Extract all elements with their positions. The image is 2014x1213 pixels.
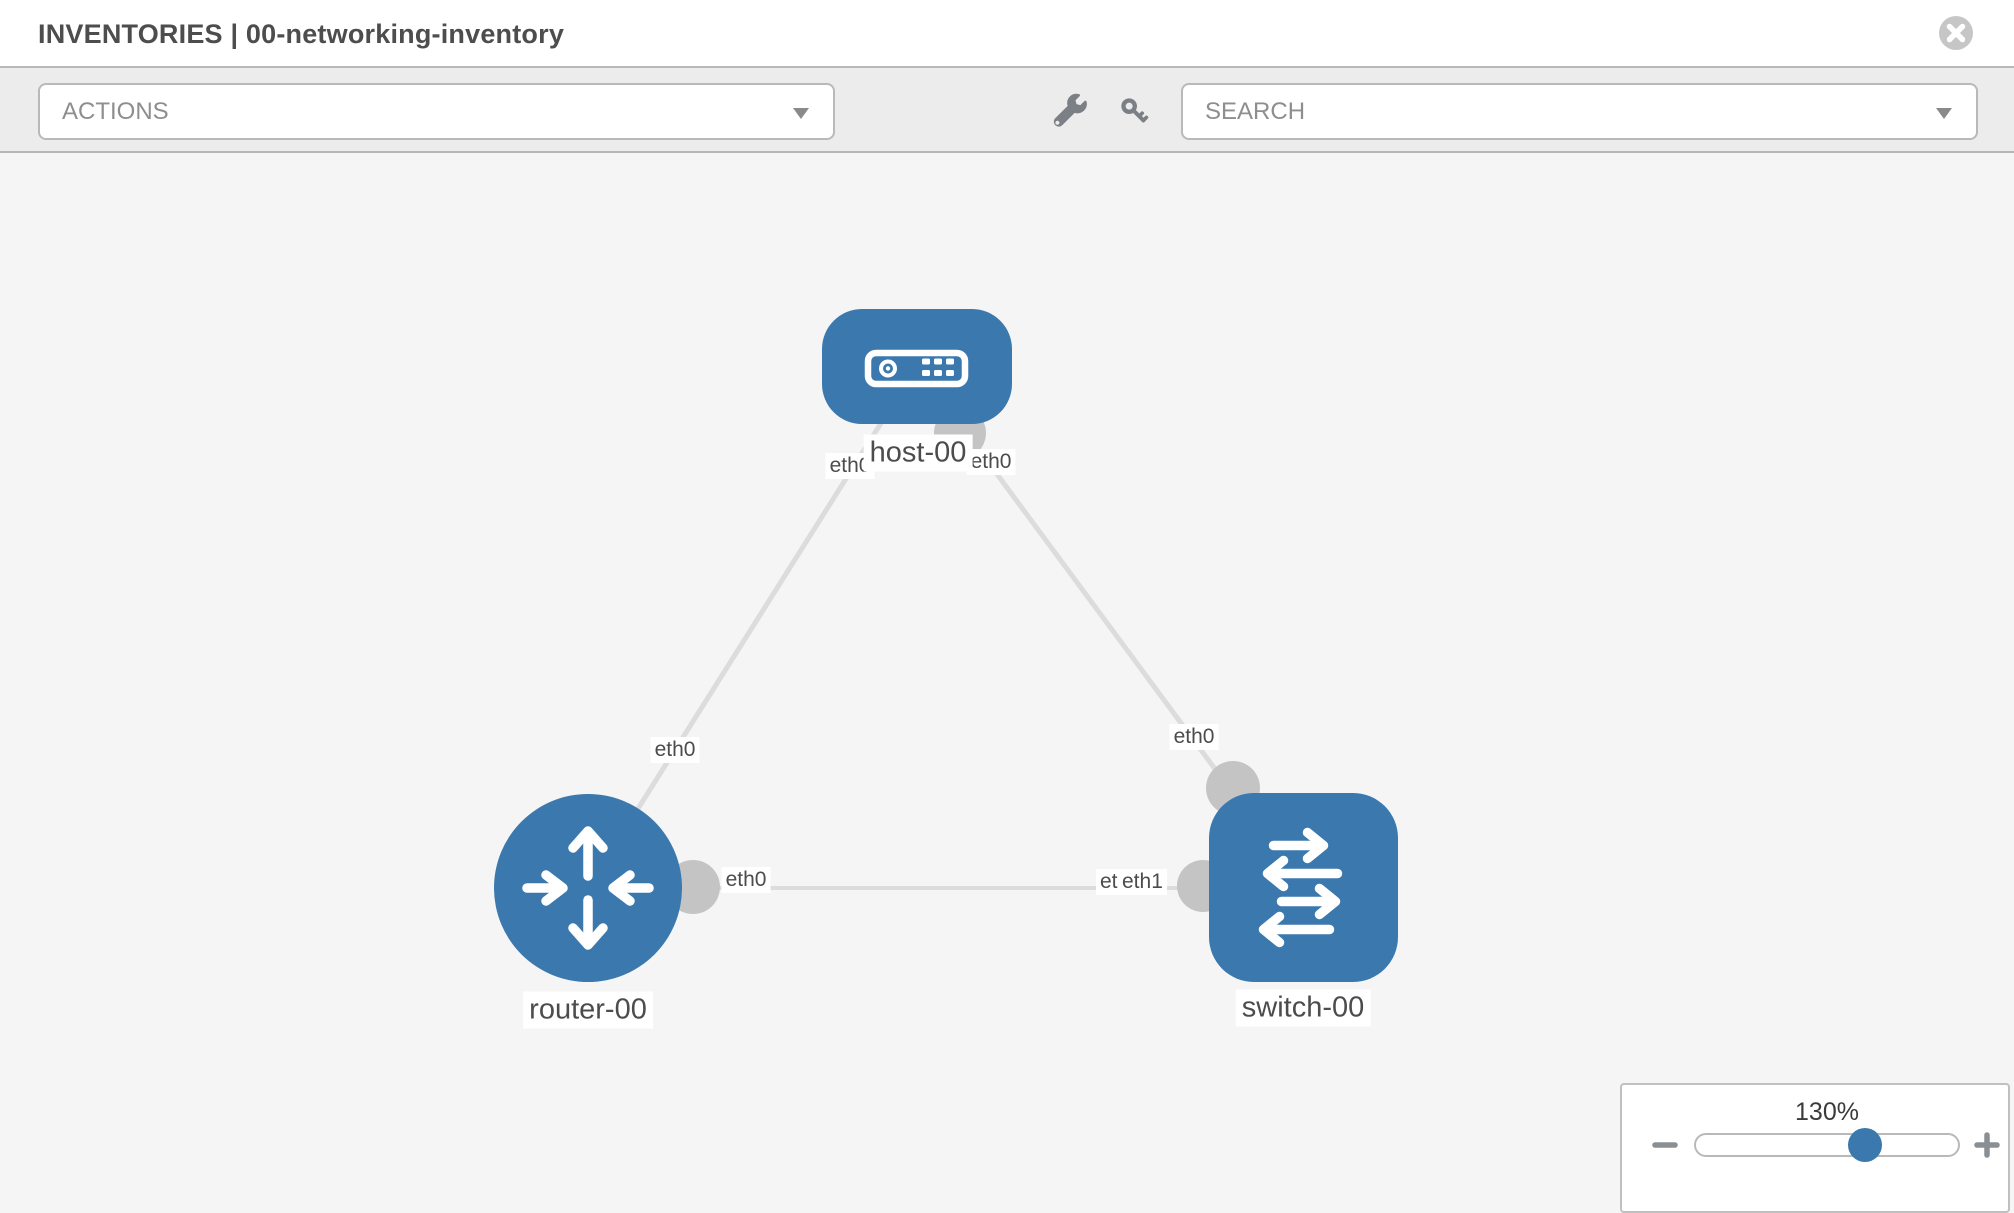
titlebar: INVENTORIES | 00-networking-inventory [0,0,2014,68]
host-icon [864,349,969,388]
interface-label: eth0 [721,867,771,893]
switch-icon [1258,827,1343,948]
node-label-router: router-00 [523,991,653,1029]
zoom-in-button[interactable] [1970,1128,2004,1162]
search-dropdown-label: SEARCH [1205,98,1306,125]
chevron-down-icon [1936,108,1952,119]
key-icon [1121,98,1149,123]
zoom-slider-knob[interactable] [1848,1128,1882,1162]
search-dropdown[interactable]: SEARCH [1181,83,1978,140]
node-host-00[interactable] [822,309,1012,424]
toolbar: ACTIONS SEARCH [0,68,2014,153]
chevron-down-icon [793,108,809,119]
close-circle-icon [1939,16,1973,50]
zoom-slider-track[interactable] [1694,1133,1960,1157]
close-button[interactable] [1938,15,1974,51]
interface-label: eth0 [1169,724,1219,750]
node-label-switch: switch-00 [1235,989,1371,1027]
node-label-host: host-00 [863,434,973,472]
interface-label: eth0 [650,737,700,763]
plus-icon [1974,1132,2000,1158]
page-title: INVENTORIES | 00-networking-inventory [38,19,565,49]
zoom-out-button[interactable] [1648,1128,1682,1162]
interface-label: eth0 [966,449,1016,475]
router-icon [522,826,654,950]
actions-dropdown[interactable]: ACTIONS [38,83,835,140]
topology-canvas[interactable]: eth0 eth0 eth0 eth0 eth0 eth0 eth1 host-… [0,153,2014,1196]
zoom-widget: 130% [1620,1083,2010,1213]
key-button[interactable] [1116,93,1156,133]
wrench-icon [1053,93,1087,127]
zoom-level-value: 130% [1795,1098,1859,1126]
minus-icon [1652,1142,1678,1148]
actions-dropdown-label: ACTIONS [62,98,169,125]
interface-label: eth1 [1118,869,1167,895]
node-switch-00[interactable] [1209,793,1398,982]
node-router-00[interactable] [494,794,682,982]
wrench-button[interactable] [1050,93,1090,133]
